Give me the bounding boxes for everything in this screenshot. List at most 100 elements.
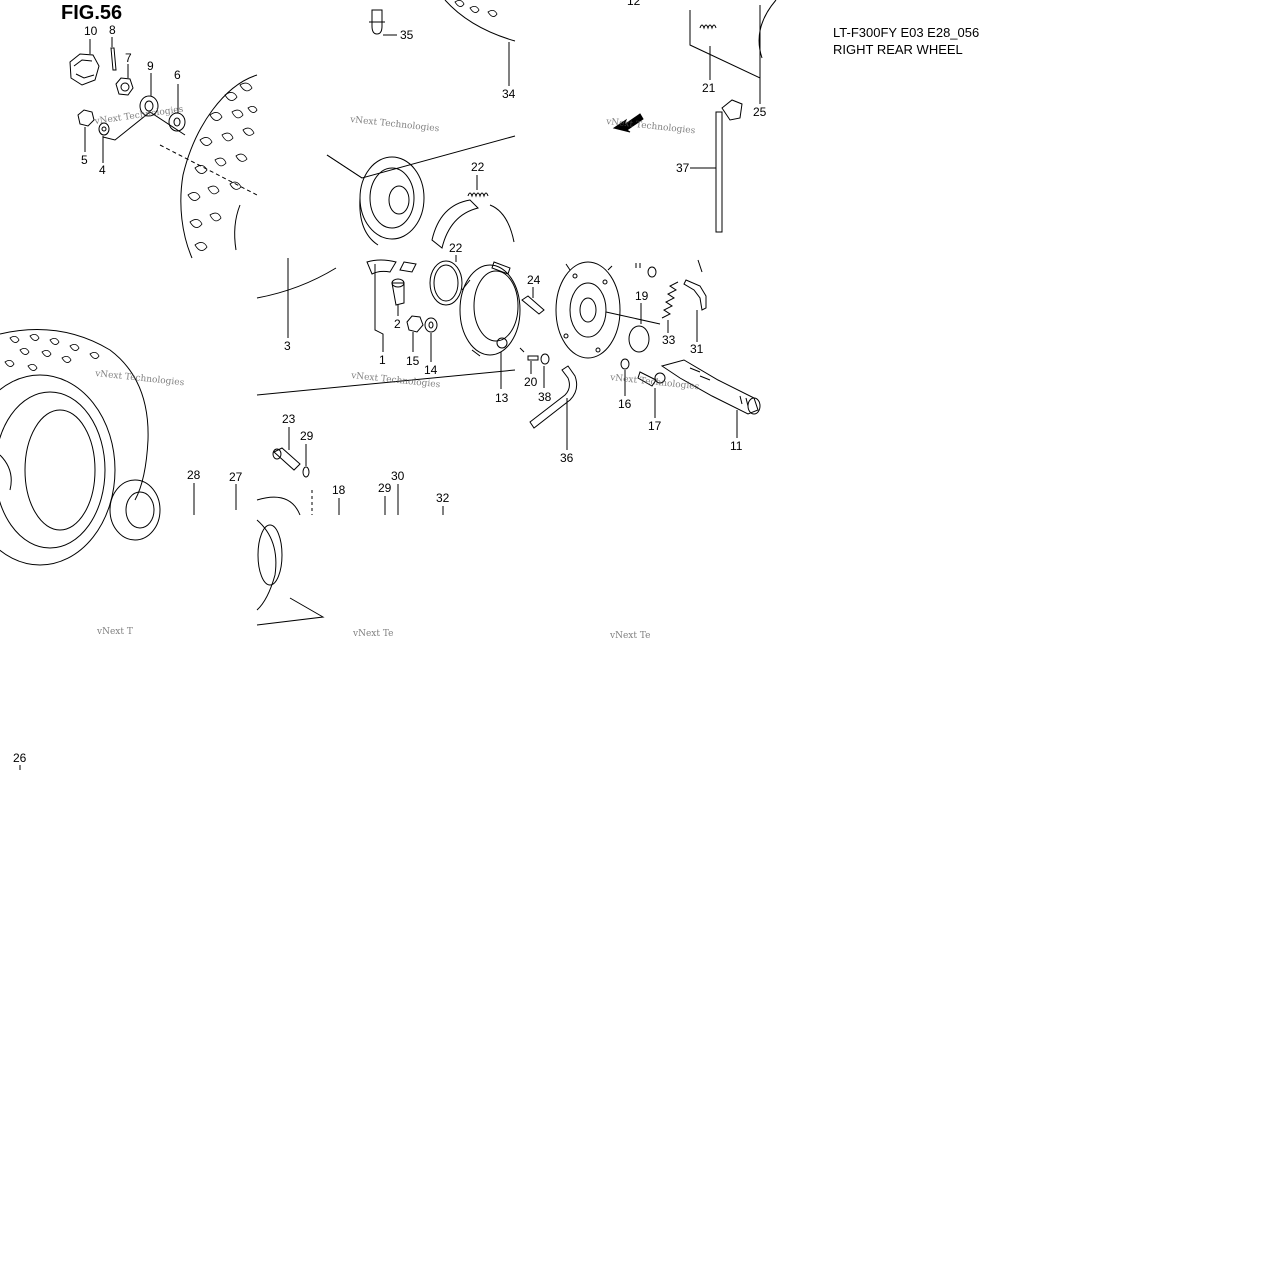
watermark-fragment-3: vNext Te bbox=[609, 631, 650, 641]
box-top-line bbox=[326, 135, 516, 179]
callout-6: 6 bbox=[174, 68, 181, 82]
arm-31 bbox=[683, 259, 707, 342]
callout-2: 2 bbox=[394, 317, 401, 331]
tire-lower-left bbox=[0, 329, 149, 566]
callout-34: 34 bbox=[502, 87, 516, 101]
washer-right bbox=[635, 263, 657, 278]
figure-title: FIG.56 bbox=[61, 2, 123, 24]
callout-14: 14 bbox=[424, 363, 438, 377]
callout-31: 31 bbox=[690, 342, 704, 356]
callout-5: 5 bbox=[81, 153, 88, 167]
box-bottom-lower bbox=[256, 597, 325, 626]
callout-26: 26 bbox=[13, 751, 27, 765]
washer-14 bbox=[424, 317, 438, 362]
callout-32: 32 bbox=[436, 491, 450, 505]
oring-22-lower bbox=[429, 255, 463, 306]
callout-18: 18 bbox=[332, 483, 346, 497]
pin-20 bbox=[519, 347, 539, 374]
callout-29-upper: 29 bbox=[300, 429, 314, 443]
washer-15 bbox=[406, 315, 424, 352]
callout-20: 20 bbox=[524, 375, 538, 389]
model-code: LT-F300FY E03 E28_056 bbox=[833, 25, 980, 40]
callout-labels: 10 8 7 9 6 5 4 35 34 12 21 25 37 22 22 2… bbox=[13, 0, 767, 765]
brake-drum bbox=[359, 156, 425, 246]
callout-4: 4 bbox=[99, 163, 106, 177]
callout-19: 19 bbox=[635, 289, 649, 303]
leader-bracket-4-5 bbox=[102, 111, 186, 141]
watermark-1: vNext Technologies bbox=[93, 105, 184, 128]
watermark-fragment-2: vNext Te bbox=[352, 629, 393, 639]
callout-33: 33 bbox=[662, 333, 676, 347]
bolt-17 bbox=[637, 371, 666, 418]
leader-1 bbox=[374, 264, 384, 352]
watermark-6: vNext Technologies bbox=[609, 373, 700, 392]
cable-37 bbox=[690, 99, 743, 233]
spring-33 bbox=[661, 281, 679, 333]
callout-17: 17 bbox=[648, 419, 662, 433]
figure-name: RIGHT REAR WHEEL bbox=[833, 42, 963, 57]
bolt-right-cut bbox=[491, 261, 511, 275]
camshaft-11 bbox=[660, 359, 761, 438]
tire-upper-left bbox=[159, 74, 258, 259]
callout-21: 21 bbox=[702, 81, 716, 95]
washer-4 bbox=[98, 122, 110, 163]
valve-35 bbox=[369, 9, 397, 36]
brake-shoe-upper bbox=[431, 199, 515, 249]
washer-9 bbox=[139, 73, 159, 117]
washer-16 bbox=[620, 358, 630, 396]
callout-27: 27 bbox=[229, 470, 243, 484]
watermarks: vNext Technologies vNext Technologies vN… bbox=[93, 105, 700, 393]
hose-36 bbox=[529, 365, 578, 450]
callout-9: 9 bbox=[147, 59, 154, 73]
lug-nut-5 bbox=[77, 109, 95, 152]
callout-28: 28 bbox=[187, 468, 201, 482]
callout-12: 12 bbox=[627, 0, 641, 8]
tire-arc-3 bbox=[256, 267, 337, 299]
watermark-4: vNext Technologies bbox=[94, 369, 185, 388]
spring-22-upper bbox=[467, 175, 489, 198]
bolt-23 bbox=[272, 427, 301, 471]
brake-shoe-lower bbox=[366, 259, 417, 275]
box-left-line bbox=[326, 154, 363, 179]
callout-3: 3 bbox=[284, 339, 291, 353]
hub-27 bbox=[109, 479, 237, 541]
callout-30: 30 bbox=[391, 469, 405, 483]
ring-25 bbox=[758, 0, 777, 59]
wheel-nut-10 bbox=[69, 39, 100, 86]
callout-22-lower: 22 bbox=[449, 241, 463, 255]
clip-38 bbox=[540, 353, 550, 388]
brake-panel-13 bbox=[459, 264, 521, 389]
callout-22-upper: 22 bbox=[471, 160, 485, 174]
backing-plate bbox=[555, 261, 661, 359]
callout-13: 13 bbox=[495, 391, 509, 405]
tire-tread-34 bbox=[454, 0, 498, 17]
watermark-fragment-1: vNext T bbox=[96, 627, 133, 637]
tire-arc-34 bbox=[444, 0, 516, 42]
bolt-24 bbox=[521, 287, 545, 315]
callout-36: 36 bbox=[560, 451, 574, 465]
washer-6 bbox=[168, 84, 186, 132]
castle-nut-7 bbox=[115, 64, 134, 96]
callout-1: 1 bbox=[379, 353, 386, 367]
callout-7: 7 bbox=[125, 51, 132, 65]
oring-29-upper bbox=[302, 444, 310, 478]
watermark-fragments: vNext T vNext Te vNext Te bbox=[96, 627, 650, 641]
brake-cam-2 bbox=[391, 278, 405, 316]
watermark-3: vNext Technologies bbox=[605, 117, 696, 136]
figure-header: LT-F300FY E03 E28_056 RIGHT REAR WHEEL bbox=[833, 24, 979, 58]
wheel-hub-lower bbox=[256, 496, 301, 611]
callout-16: 16 bbox=[618, 397, 632, 411]
callout-15: 15 bbox=[406, 354, 420, 368]
callout-25: 25 bbox=[753, 105, 767, 119]
callout-11: 11 bbox=[730, 439, 743, 453]
watermark-2: vNext Technologies bbox=[349, 115, 440, 134]
callout-24: 24 bbox=[527, 273, 541, 287]
bracket-21 bbox=[689, 5, 761, 80]
callout-37: 37 bbox=[676, 161, 690, 175]
callout-8: 8 bbox=[109, 23, 116, 37]
callout-29-lower: 29 bbox=[378, 481, 392, 495]
callout-35: 35 bbox=[400, 28, 414, 42]
callout-23: 23 bbox=[282, 412, 296, 426]
callout-38: 38 bbox=[538, 390, 552, 404]
